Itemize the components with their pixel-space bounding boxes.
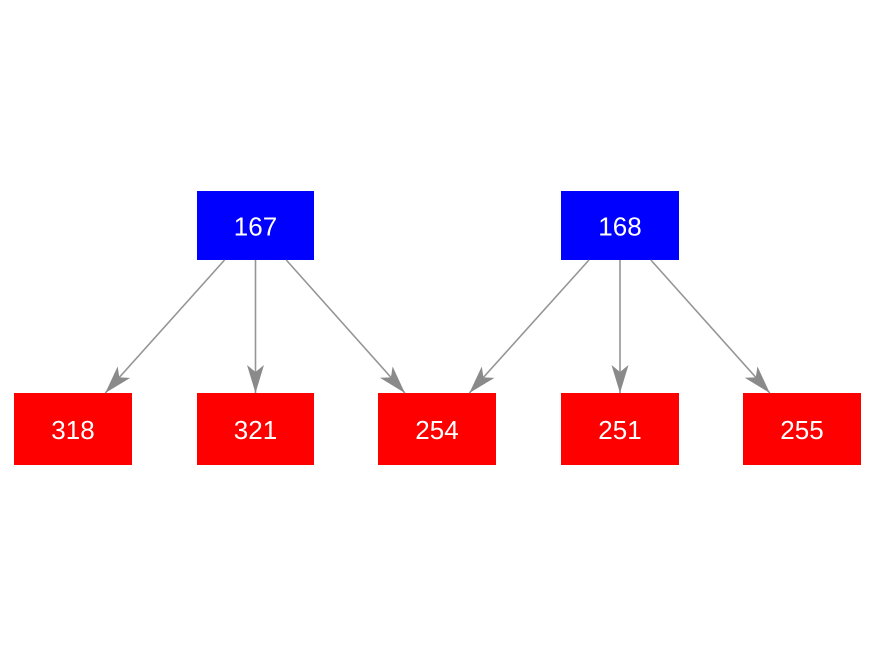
edge-168-255 [650, 259, 771, 394]
node-box-parent [561, 191, 679, 260]
graph-node-255: 255 [743, 393, 861, 465]
node-box-child [743, 393, 861, 465]
graph-node-321: 321 [197, 393, 314, 465]
graph-node-251: 251 [561, 393, 679, 465]
node-label: 255 [780, 415, 823, 445]
graph-node-168: 168 [561, 191, 679, 260]
graph-node-318: 318 [14, 393, 132, 465]
node-box-child [378, 393, 496, 465]
node-label: 167 [234, 212, 277, 242]
edge-167-318 [104, 259, 226, 394]
node-label: 321 [234, 415, 277, 445]
node-label: 251 [598, 415, 641, 445]
edge-167-254 [285, 259, 406, 394]
node-box-child [561, 393, 679, 465]
node-label: 168 [598, 212, 641, 242]
graph-node-167: 167 [197, 191, 314, 260]
node-box-child [197, 393, 314, 465]
node-box-child [14, 393, 132, 465]
graph-node-254: 254 [378, 393, 496, 465]
edge-168-254 [468, 259, 590, 394]
node-label: 318 [51, 415, 94, 445]
node-box-parent [197, 191, 314, 260]
node-label: 254 [415, 415, 458, 445]
